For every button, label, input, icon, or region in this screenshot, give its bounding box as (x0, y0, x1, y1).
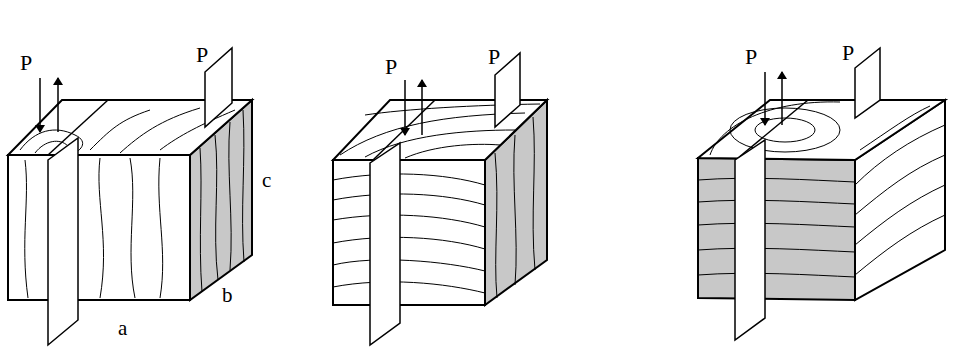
face-label: a (118, 318, 127, 339)
load-arrow (764, 72, 766, 125)
load-label: P (385, 56, 397, 78)
load-arrow (421, 80, 423, 135)
face-label: c (262, 170, 271, 191)
specimen-block (698, 48, 945, 340)
load-label: P (842, 42, 854, 64)
load-arrow (781, 72, 783, 125)
specimen-block (8, 48, 252, 345)
specimen-block (333, 53, 547, 345)
load-arrow (404, 80, 406, 135)
load-label: P (20, 52, 32, 74)
load-label: P (196, 44, 208, 66)
load-label: P (745, 46, 757, 68)
face-label: b (222, 285, 233, 306)
load-label: P (488, 46, 500, 68)
